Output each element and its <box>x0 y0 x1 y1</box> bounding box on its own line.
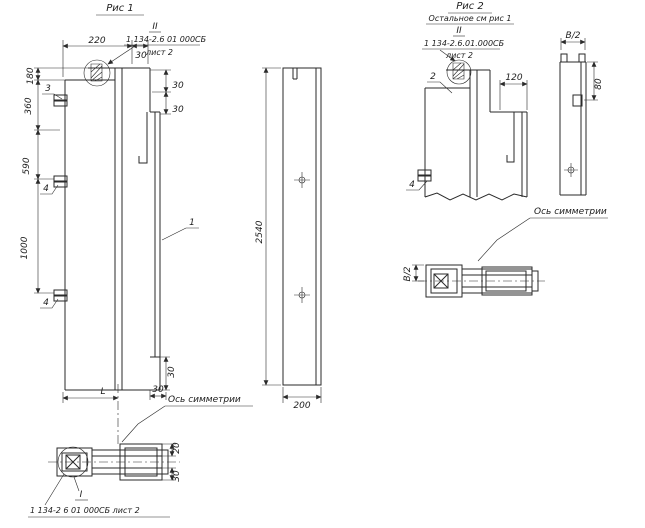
fig2-front-view <box>417 59 528 201</box>
extension-lines <box>150 69 171 115</box>
extension-lines <box>162 443 176 481</box>
fig1-callout-mark: II <box>152 22 158 32</box>
detail-circle <box>57 446 89 478</box>
pos-4-leader <box>406 180 428 191</box>
fig1-title: Рис 1 <box>106 3 134 14</box>
fig1: Рис 1 II 1 134-2.6 01 000СБ лист 2 1 <box>20 3 253 518</box>
hole-centerlines <box>564 163 578 177</box>
hole-upper <box>294 172 310 188</box>
axis-leader <box>477 217 531 262</box>
dim-200: 200 <box>293 401 310 411</box>
fig1-step-dims: 30 30 <box>150 69 184 115</box>
pos-2: 2 <box>430 72 436 82</box>
dim-30-bottom: 30 <box>152 385 164 395</box>
left-bracket <box>425 264 463 298</box>
fig1-callout-doc: 1 134-2.6 01 000СБ <box>126 35 207 44</box>
fig1-bottom-dims: 30 30 <box>149 356 177 400</box>
dim-30-bottom-rot: 30 <box>167 366 177 378</box>
dim-30-bv: 30 <box>172 470 182 482</box>
pos-4a: 4 <box>43 184 49 194</box>
extension-lines <box>34 67 88 294</box>
fig1-section-caption: 1 134-2 6 01 000СБ лист 2 <box>30 506 140 515</box>
fig2-callout-leader <box>439 49 456 62</box>
extension-lines <box>412 264 424 282</box>
dim-b2-left: В/2 <box>403 266 413 281</box>
fig1-callout-leader <box>107 45 136 65</box>
fig2-side-view: В/2 80 <box>559 31 604 196</box>
detail-circle <box>83 59 111 87</box>
pos-4b-leader <box>40 298 59 309</box>
section-leaders <box>44 473 80 506</box>
fig2-title: Рис 2 <box>456 1 484 12</box>
fig2-subtitle: Остальное см рис 1 <box>429 14 512 23</box>
pos-4: 4 <box>409 180 415 190</box>
fig2-position-labels: 2 4 <box>406 72 453 191</box>
fig2-axis-label: Ось симметрии <box>534 207 607 217</box>
dim-360: 360 <box>24 97 34 114</box>
bolt-cross <box>433 273 449 289</box>
dim-120: 120 <box>505 73 522 83</box>
weld-hatch <box>452 62 465 80</box>
bolt-cross <box>65 454 81 470</box>
pos-3: 3 <box>45 84 51 94</box>
dim-80: 80 <box>594 78 604 90</box>
hole-centerlines <box>294 172 310 188</box>
fig1-bottom-view: 20 30 I 1 134-2 6 01 000СБ лист 2 <box>28 442 182 518</box>
fig2-callout-sheet: лист 2 <box>445 51 473 60</box>
fig1-left-dim-chain: 180 360 590 1000 <box>20 67 88 294</box>
dim-1000: 1000 <box>20 236 30 259</box>
pos-1: 1 <box>189 218 195 228</box>
fig1-callout-sheet: лист 2 <box>145 48 173 57</box>
dim-L: L <box>100 387 105 397</box>
fig2-axis: Ось симметрии <box>477 207 608 262</box>
fig2-top-dim: 120 <box>499 73 528 110</box>
weld-hatch <box>90 63 103 82</box>
fig2-callout-mark: II <box>456 26 462 36</box>
fig1-top-dims: 220 30 <box>62 36 149 77</box>
fig1-weld-detail <box>83 59 111 87</box>
fig1-front-view <box>53 67 161 444</box>
pos-2-leader <box>427 81 453 94</box>
fig2: Рис 2 Остальное см рис 1 II 1 134-2.6.01… <box>403 1 608 298</box>
fig2-callout-doc: 1 134-2.6.01.000СБ <box>424 39 505 48</box>
dim-590: 590 <box>22 157 32 174</box>
fig1-side-view: 2540 200 <box>255 67 322 411</box>
dim-2540: 2540 <box>255 220 265 243</box>
axis-leader <box>121 405 166 443</box>
bolt-marks <box>53 94 68 302</box>
detail-circle <box>446 59 472 85</box>
dim-30-step-b: 30 <box>172 105 184 115</box>
fig1-axis-label: Ось симметрии <box>168 395 241 405</box>
dim-b2-top: В/2 <box>566 31 581 41</box>
left-bracket <box>56 447 93 477</box>
hole-centerlines <box>294 287 310 303</box>
fig2-bottom-view: В/2 <box>403 264 545 298</box>
hole-lower <box>294 287 310 303</box>
side-view-outline <box>282 67 322 386</box>
dim-20: 20 <box>172 442 182 454</box>
section-mark: I <box>80 490 83 500</box>
dim-30-top: 30 <box>135 51 147 61</box>
fig1-position-labels: 1 3 4 4 <box>40 84 199 309</box>
dim-180: 180 <box>26 67 36 84</box>
pos-1-leader <box>161 227 199 241</box>
extension-lines <box>499 80 528 110</box>
fig1-l-dim: L Ось симметрии <box>62 387 253 443</box>
fig1-part-outline <box>64 67 161 391</box>
pos-4a-leader <box>40 184 59 195</box>
dim-30-step-a: 30 <box>172 81 184 91</box>
pos-4b: 4 <box>43 298 49 308</box>
dim-220: 220 <box>88 36 105 46</box>
fig2-side-outline <box>559 53 587 196</box>
bolt-marks <box>417 169 432 182</box>
channel-rails <box>462 266 539 296</box>
fig2-part-outline <box>424 69 528 201</box>
pos-3-leader <box>42 93 63 100</box>
